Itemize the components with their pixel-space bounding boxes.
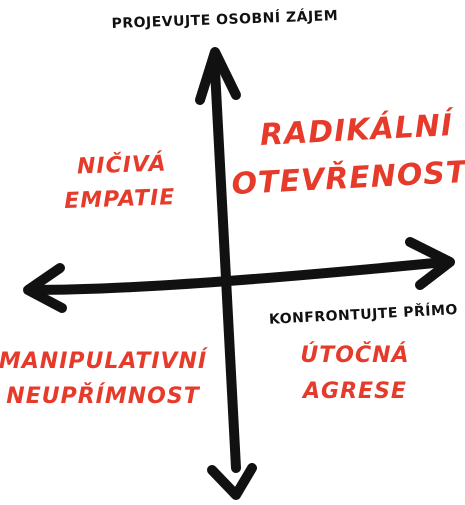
horizontal-axis-arrowhead-right <box>405 237 455 290</box>
quadrant-radical-candor: RADIKÁLNÍ OTEVŘENOST <box>231 107 465 202</box>
horizontal-axis-label: KONFRONTUJTE PŘÍMO <box>269 301 459 328</box>
quadrant-label-line1: MANIPULATIVNÍ <box>0 348 208 374</box>
horizontal-axis <box>23 237 455 313</box>
vertical-axis-arrowhead-down <box>207 463 257 500</box>
vertical-axis-label: PROJEVUJTE OSOBNÍ ZÁJEM <box>111 7 338 32</box>
vertical-axis <box>195 47 257 500</box>
quadrant-label-line1: RADIKÁLNÍ <box>259 107 456 153</box>
vertical-axis-line <box>210 65 241 473</box>
quadrant-manipulative-insincerity: MANIPULATIVNÍ NEUPŘÍMNOST <box>0 348 208 409</box>
quadrant-label-line2: AGRESE <box>301 379 407 404</box>
quadrant-label-line2: EMPATIE <box>64 185 176 214</box>
horizontal-axis-line <box>27 257 450 295</box>
quadrant-obnoxious-aggression: ÚTOČNÁ AGRESE <box>300 342 409 404</box>
quadrant-ruinous-empathy: NIČIVÁ EMPATIE <box>64 150 176 213</box>
vertical-axis-arrowhead-up <box>195 47 241 105</box>
quadrant-label-line1: NIČIVÁ <box>77 150 167 179</box>
quadrant-label-line1: ÚTOČNÁ <box>300 342 409 368</box>
quadrant-label-line2: OTEVŘENOST <box>231 154 465 202</box>
quadrant-label-line2: NEUPŘÍMNOST <box>6 383 200 409</box>
horizontal-axis-arrowhead-left <box>23 263 67 313</box>
